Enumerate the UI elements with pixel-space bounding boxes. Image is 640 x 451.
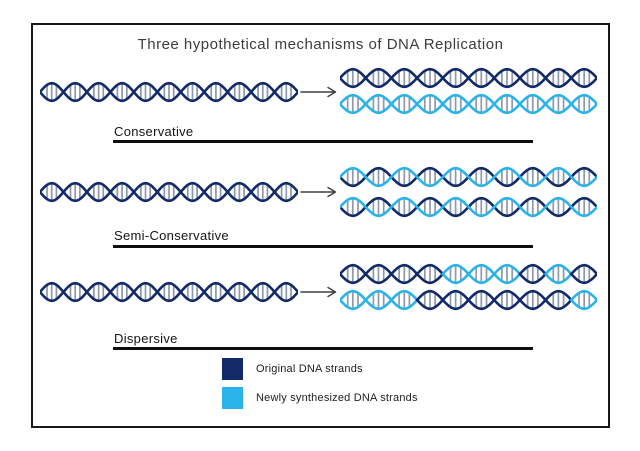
daughter-dna-helix-1 — [338, 66, 599, 90]
new-strand-swatch — [222, 387, 243, 409]
mechanism-label-semi-conservative: Semi-Conservative — [114, 228, 229, 243]
legend-label: Original DNA strands — [256, 363, 363, 375]
daughter-dna-helix-2 — [338, 288, 599, 312]
daughter-dna-helix-1 — [338, 262, 599, 286]
mechanism-underline — [113, 140, 533, 143]
legend-item-new: Newly synthesized DNA strands — [222, 387, 418, 409]
right-arrow-icon — [300, 84, 340, 100]
mechanism-label-dispersive: Dispersive — [114, 331, 178, 346]
parent-dna-helix — [38, 280, 300, 304]
daughter-dna-helix-2 — [338, 195, 599, 219]
parent-dna-helix — [38, 180, 300, 204]
daughter-dna-helix-1 — [338, 165, 599, 189]
figure-title: Three hypothetical mechanisms of DNA Rep… — [137, 36, 504, 53]
original-strand-swatch — [222, 358, 243, 380]
parent-dna-helix — [38, 80, 300, 104]
legend-item-original: Original DNA strands — [222, 358, 418, 380]
legend: Original DNA strands Newly synthesized D… — [222, 358, 418, 409]
mechanism-label-conservative: Conservative — [114, 124, 194, 139]
daughter-dna-helix-2 — [338, 92, 599, 116]
mechanism-underline — [113, 347, 533, 350]
right-arrow-icon — [300, 184, 340, 200]
mechanism-underline — [113, 245, 533, 248]
legend-label: Newly synthesized DNA strands — [256, 392, 418, 404]
right-arrow-icon — [300, 284, 340, 300]
